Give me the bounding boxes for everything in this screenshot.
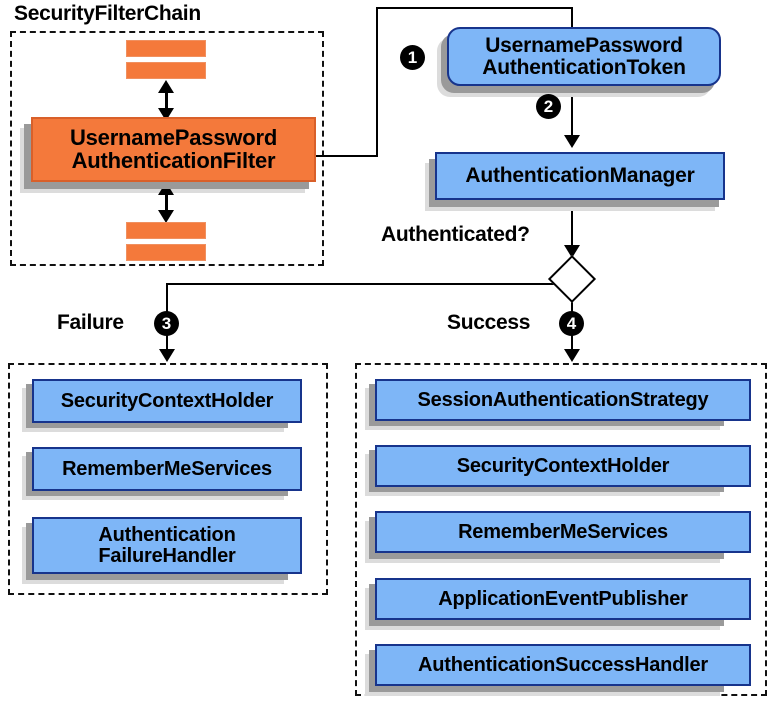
node-label: UsernamePassword AuthenticationToken xyxy=(482,33,686,79)
security-filter-chain-title: SecurityFilterChain xyxy=(14,2,201,25)
failure-item-remember-me-services[interactable]: RememberMeServices xyxy=(32,447,302,491)
arrow-token-to-manager xyxy=(564,135,580,148)
node-label: Authentication FailureHandler xyxy=(98,523,236,567)
node-label: AuthenticationSuccessHandler xyxy=(417,653,709,676)
node-label: RememberMeServices xyxy=(458,520,668,543)
node-label: SecurityContextHolder xyxy=(60,389,274,412)
node-username-password-authentication-token[interactable]: UsernamePassword AuthenticationToken xyxy=(447,27,721,86)
node-label: UsernamePassword AuthenticationFilter xyxy=(69,124,278,173)
filter-arrow-bottom-down xyxy=(158,210,174,223)
badge-step-2: 2 xyxy=(536,94,561,119)
decision-diamond xyxy=(547,254,597,304)
filter-bar-top-1 xyxy=(126,40,206,57)
connector-token-to-manager xyxy=(571,86,573,144)
failure-group xyxy=(8,363,328,595)
filter-connector-top xyxy=(165,84,168,116)
connector-filter-to-token-seg1 xyxy=(316,155,378,157)
filter-bar-bottom-2 xyxy=(126,244,206,261)
success-item-remember-me-services[interactable]: RememberMeServices xyxy=(375,511,751,553)
badge-step-4: 4 xyxy=(559,311,584,336)
failure-item-security-context-holder[interactable]: SecurityContextHolder xyxy=(32,379,302,423)
node-authentication-manager[interactable]: AuthenticationManager xyxy=(435,152,725,200)
success-label: Success xyxy=(447,311,531,334)
failure-item-authentication-failure-handler[interactable]: Authentication FailureHandler xyxy=(32,517,302,574)
node-label: ApplicationEventPublisher xyxy=(438,587,688,610)
node-label: SecurityContextHolder xyxy=(456,454,670,477)
success-item-application-event-publisher[interactable]: ApplicationEventPublisher xyxy=(375,578,751,620)
security-filter-chain-group xyxy=(10,31,324,266)
node-label: AuthenticationManager xyxy=(465,164,695,188)
filter-bar-bottom-1 xyxy=(126,222,206,239)
node-label: RememberMeServices xyxy=(62,457,272,480)
decision-label: Authenticated? xyxy=(381,223,530,246)
connector-filter-to-token-seg4 xyxy=(571,7,573,29)
connector-manager-to-decision xyxy=(571,200,573,254)
filter-connector-bottom xyxy=(165,186,168,218)
badge-step-1: 1 xyxy=(400,45,425,70)
branch-line-horizontal xyxy=(166,283,558,285)
filter-bar-top-2 xyxy=(126,62,206,79)
success-item-session-authentication-strategy[interactable]: SessionAuthenticationStrategy xyxy=(375,379,751,421)
success-item-security-context-holder[interactable]: SecurityContextHolder xyxy=(375,445,751,487)
filter-arrow-top-up xyxy=(158,80,174,93)
arrow-to-failure-group xyxy=(159,349,175,362)
node-username-password-authentication-filter[interactable]: UsernamePassword AuthenticationFilter xyxy=(31,117,316,182)
connector-filter-to-token-seg2 xyxy=(376,7,378,157)
arrow-manager-to-decision xyxy=(564,245,580,258)
badge-step-3: 3 xyxy=(154,311,179,336)
arrow-to-success-group xyxy=(564,349,580,362)
node-label: SessionAuthenticationStrategy xyxy=(417,388,709,411)
connector-filter-to-token-seg3 xyxy=(376,7,573,9)
success-item-authentication-success-handler[interactable]: AuthenticationSuccessHandler xyxy=(375,644,751,686)
failure-label: Failure xyxy=(57,311,124,334)
